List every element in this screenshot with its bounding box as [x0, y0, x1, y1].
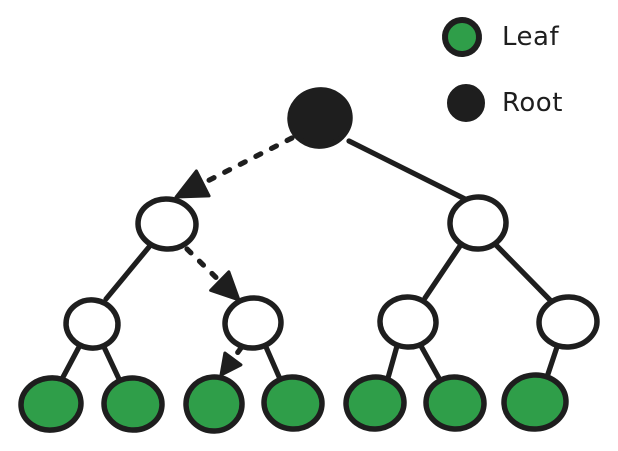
tree-node-l2-leaf	[101, 375, 165, 433]
tree-edge-n1-n3	[103, 244, 152, 302]
tree-edge-root-n1	[194, 135, 295, 189]
tree-edge-n5-l6	[418, 343, 443, 383]
tree-node-l7-leaf	[501, 372, 569, 432]
tree-node-n5-internal	[377, 294, 439, 350]
tree-node-n4-internal	[222, 295, 284, 351]
tree-edge-n6-l7	[544, 344, 560, 380]
tree-node-n6-internal	[536, 294, 600, 350]
tree-edge-n5-l5	[385, 343, 400, 381]
tree-node-l1-leaf	[18, 375, 84, 433]
tree-edge-n2-n6	[493, 242, 554, 304]
tree-edge-n2-n5	[422, 243, 463, 301]
tree-node-l4-leaf	[261, 374, 325, 432]
tree-edge-n3-l1	[59, 344, 82, 382]
arrowhead-icon	[219, 351, 243, 377]
tree-node-n1-internal	[135, 196, 199, 252]
tree-node-n2-internal	[447, 194, 509, 252]
tree-edge-n1-n4	[184, 246, 227, 288]
arrowhead-icon	[174, 169, 211, 199]
arrowhead-icon	[209, 270, 241, 302]
tree-node-l6-leaf	[423, 374, 487, 432]
tree-edge-n3-l2	[101, 344, 122, 382]
tree-node-root-root	[287, 87, 353, 149]
tree-edge-n4-l4	[263, 344, 283, 382]
tree-node-l5-leaf	[343, 374, 407, 432]
tree-edge-n4-l3	[227, 345, 244, 365]
tree-edge-root-n2	[346, 138, 468, 202]
tree-node-n3-internal	[63, 297, 121, 351]
tree-node-l3-leaf	[183, 374, 245, 434]
